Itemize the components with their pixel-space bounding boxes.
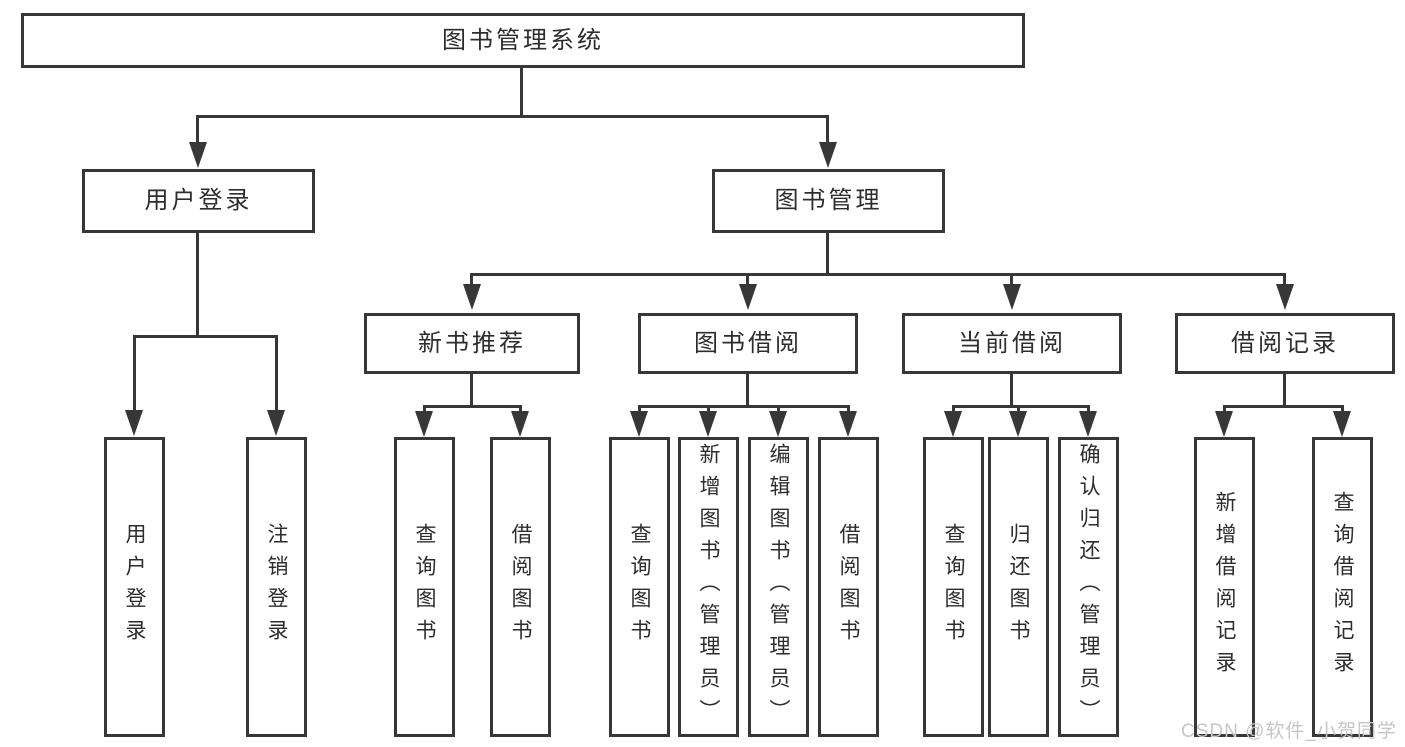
node-book-borrowing-label: 图书借阅 [694, 329, 802, 357]
arrow-down-icon [819, 142, 837, 168]
connector-line [707, 405, 710, 415]
arrow-down-icon [1079, 411, 1097, 437]
arrow-down-icon [699, 411, 717, 437]
connector-line [133, 335, 278, 338]
arrow-down-icon [839, 411, 857, 437]
connector-line [1283, 374, 1286, 407]
connector-line [470, 374, 473, 407]
arrow-down-icon [769, 411, 787, 437]
arrow-down-icon [511, 411, 529, 437]
node-book-management-label: 图书管理 [774, 187, 883, 214]
arrow-down-icon [944, 411, 962, 437]
arrow-down-icon [1003, 284, 1021, 310]
connector-line [196, 115, 199, 144]
node-root: 图书管理系统 [21, 13, 1025, 68]
connector-line [826, 115, 829, 144]
connector-line [638, 405, 850, 408]
connector-line [1087, 405, 1090, 415]
arrow-down-icon [463, 284, 481, 310]
connector-line [638, 405, 641, 415]
leaf-user-login-label: 用户登录 [123, 523, 146, 651]
connector-line [423, 405, 522, 408]
leaf-add-books-admin: 新增图书（管理员） [678, 437, 739, 737]
node-current-borrowing-label: 当前借阅 [958, 329, 1066, 357]
connector-line [196, 233, 199, 337]
node-root-label: 图书管理系统 [442, 26, 604, 54]
leaf-return-books: 归还图书 [988, 437, 1049, 737]
connector-line [777, 405, 780, 415]
leaf-confirm-return-admin-label: 确认归还（管理员） [1077, 443, 1100, 731]
connector-line [746, 374, 749, 407]
watermark: CSDN @软件_小贺同学 [1181, 721, 1397, 742]
connector-line [1223, 405, 1226, 415]
leaf-recommend-borrow-books-label: 借阅图书 [509, 523, 532, 651]
leaf-user-login: 用户登录 [104, 437, 165, 737]
arrow-down-icon [1333, 411, 1351, 437]
leaf-query-borrow-record: 查询借阅记录 [1312, 437, 1373, 737]
connector-line [952, 405, 955, 415]
leaf-recommend-query-books: 查询图书 [394, 437, 455, 737]
node-user-login: 用户登录 [82, 169, 315, 233]
leaf-logout-label: 注销登录 [265, 523, 288, 651]
leaf-add-borrow-record: 新增借阅记录 [1194, 437, 1255, 737]
connector-line [826, 233, 829, 276]
connector-line [133, 335, 136, 412]
leaf-logout: 注销登录 [246, 437, 307, 737]
leaf-query-borrow-record-label: 查询借阅记录 [1331, 491, 1354, 683]
leaf-add-borrow-record-label: 新增借阅记录 [1213, 491, 1236, 683]
leaf-recommend-query-books-label: 查询图书 [413, 523, 436, 651]
leaf-borrowing-query-books-label: 查询图书 [628, 523, 651, 651]
connector-line [1017, 405, 1020, 415]
arrow-down-icon [267, 410, 285, 436]
connector-line [1283, 273, 1286, 286]
connector-line [847, 405, 850, 415]
arrow-down-icon [415, 411, 433, 437]
arrow-down-icon [1215, 411, 1233, 437]
leaf-current-query-books: 查询图书 [923, 437, 984, 737]
connector-line [746, 273, 749, 286]
arrow-down-icon [125, 410, 143, 436]
leaf-borrowing-borrow-books-label: 借阅图书 [837, 523, 860, 651]
leaf-edit-books-admin: 编辑图书（管理员） [748, 437, 809, 737]
connector-line [470, 273, 1286, 276]
connector-line [1010, 273, 1013, 286]
node-borrowing-records: 借阅记录 [1175, 313, 1395, 374]
connector-line [423, 405, 426, 415]
node-user-login-label: 用户登录 [144, 187, 253, 214]
leaf-edit-books-admin-label: 编辑图书（管理员） [767, 443, 790, 731]
leaf-confirm-return-admin: 确认归还（管理员） [1058, 437, 1119, 737]
leaf-return-books-label: 归还图书 [1007, 523, 1030, 651]
leaf-current-query-books-label: 查询图书 [942, 523, 965, 651]
arrow-down-icon [1009, 411, 1027, 437]
connector-line [275, 335, 278, 412]
arrow-down-icon [189, 142, 207, 168]
connector-line [196, 115, 829, 118]
connector-line [1223, 405, 1344, 408]
connector-line [952, 405, 1090, 408]
connector-line [520, 68, 523, 118]
arrow-down-icon [630, 411, 648, 437]
connector-line [1010, 374, 1013, 407]
leaf-add-books-admin-label: 新增图书（管理员） [697, 443, 720, 731]
connector-line [1341, 405, 1344, 415]
node-borrowing-records-label: 借阅记录 [1231, 329, 1339, 357]
node-book-borrowing: 图书借阅 [638, 313, 858, 374]
leaf-borrowing-query-books: 查询图书 [609, 437, 670, 737]
node-book-management: 图书管理 [712, 169, 945, 233]
leaf-recommend-borrow-books: 借阅图书 [490, 437, 551, 737]
arrow-down-icon [1276, 284, 1294, 310]
leaf-borrowing-borrow-books: 借阅图书 [818, 437, 879, 737]
connector-line [470, 273, 473, 286]
node-new-book-recommend-label: 新书推荐 [418, 329, 526, 357]
node-current-borrowing: 当前借阅 [902, 313, 1122, 374]
connector-line [519, 405, 522, 415]
arrow-down-icon [739, 284, 757, 310]
node-new-book-recommend: 新书推荐 [364, 313, 580, 374]
